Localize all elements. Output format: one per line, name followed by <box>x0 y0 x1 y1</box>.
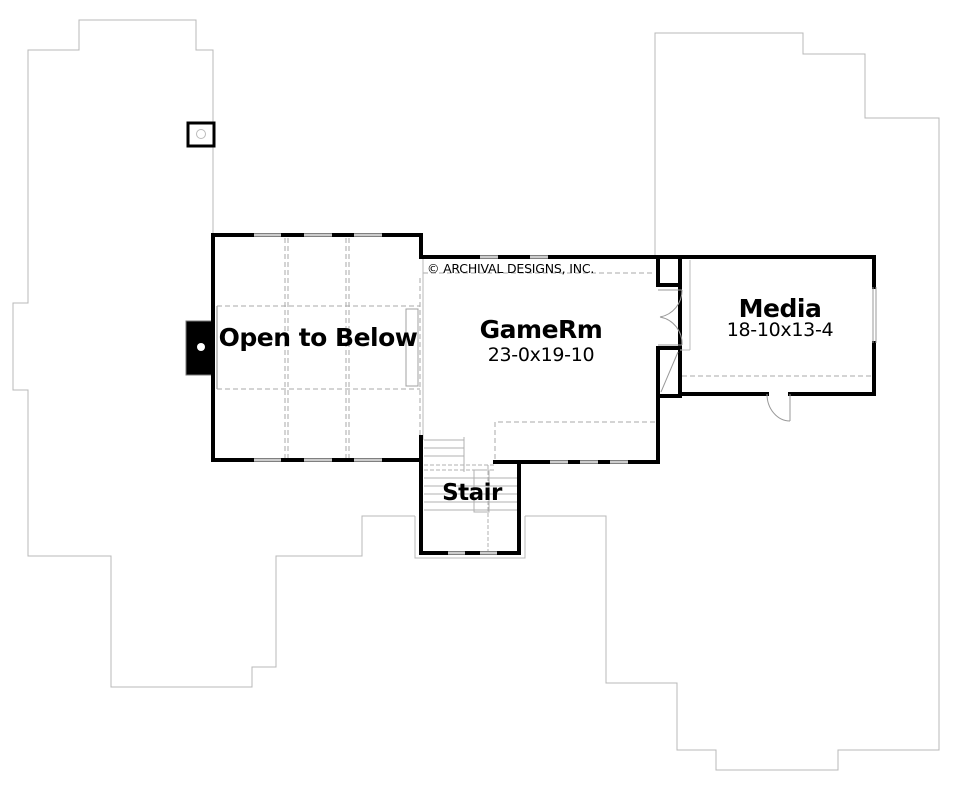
walls <box>211 233 876 555</box>
room-dimensions-gameroom: 23-0x19-10 <box>487 344 595 366</box>
stair-treads <box>424 437 518 552</box>
windows <box>254 233 628 555</box>
room-label-media: Media <box>738 294 822 323</box>
window-frames <box>254 234 877 554</box>
double-door-icon <box>658 260 691 393</box>
room-label-stair: Stair <box>442 480 502 506</box>
gameroom-dashed-lines <box>423 272 655 459</box>
room-label-open-to-below: Open to Below <box>218 323 418 352</box>
stair-outline <box>414 516 526 559</box>
media-door-icon <box>766 393 791 422</box>
lower-floor-outline <box>12 19 940 771</box>
room-label-gameroom: GameRm <box>479 315 603 344</box>
fireplace-icon <box>185 306 218 389</box>
chimney-icon <box>186 121 216 148</box>
railing <box>405 308 419 387</box>
room-dimensions-media: 18-10x13-4 <box>726 319 834 341</box>
copyright-notice: © ARCHIVAL DESIGNS, INC. <box>427 261 595 276</box>
open-to-below-grid <box>217 238 421 458</box>
